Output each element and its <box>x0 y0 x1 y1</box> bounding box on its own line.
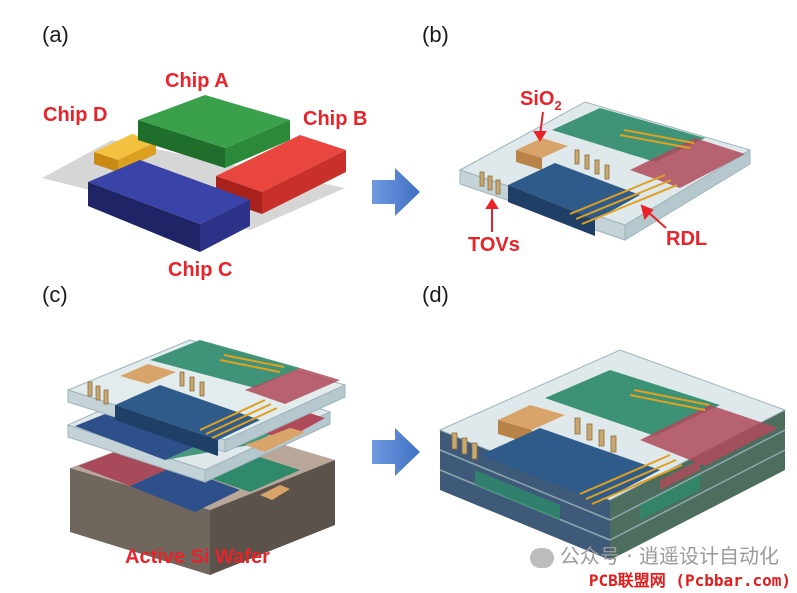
sio2-label: SiO2 <box>520 88 562 113</box>
arrow-icon <box>372 168 420 216</box>
panel-label-c: (c) <box>42 282 68 307</box>
panel-label-a: (a) <box>42 22 69 47</box>
panel-d-bonded-stack <box>438 349 787 560</box>
panel-c-exploded-stack <box>66 339 347 575</box>
panel-a-chips <box>42 95 346 252</box>
tovs-label: TOVs <box>468 234 520 256</box>
rdl-label: RDL <box>666 228 708 250</box>
arrow-icon <box>372 428 420 476</box>
wechat-icon <box>529 547 554 568</box>
chip-b-block <box>216 135 346 214</box>
panel-label-d: (d) <box>422 282 449 307</box>
active-si-wafer-label: Active Si Wafer <box>125 546 270 568</box>
chip-d-label: Chip D <box>43 104 108 126</box>
source-credit: PCB联盟网 (Pcbbar.com) <box>588 571 791 590</box>
chip-b-label: Chip B <box>303 108 368 130</box>
panel-b-reconstituted-layer <box>458 101 752 241</box>
chip-c-block <box>88 160 250 252</box>
watermark-label: 公众号 · 逍遥设计自动化 <box>559 544 779 568</box>
chip-a-block <box>138 95 290 168</box>
chip-c-label: Chip C <box>168 259 233 281</box>
watermark-text: 公众号 · 逍遥设计自动化 <box>529 540 779 569</box>
panel-label-b: (b) <box>422 22 449 47</box>
chip-a-label: Chip A <box>165 70 229 92</box>
